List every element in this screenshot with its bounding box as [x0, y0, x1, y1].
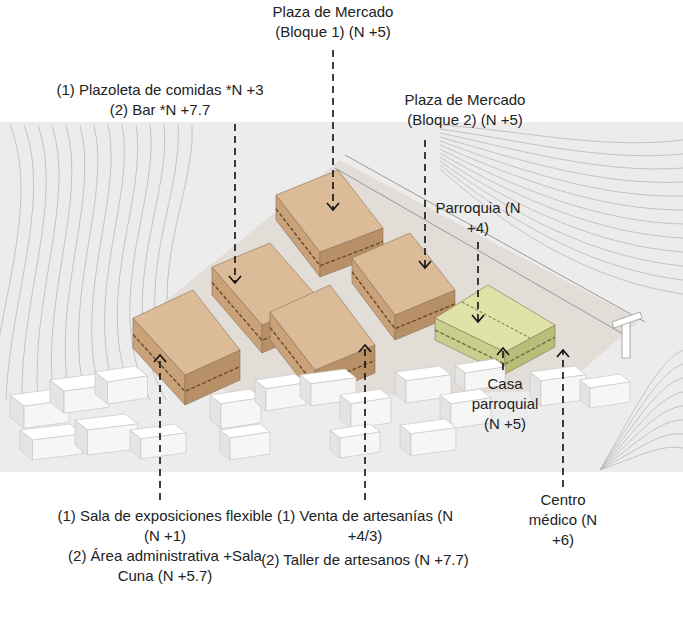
contour-line: [37, 125, 59, 400]
contour-line: [600, 434, 683, 470]
building-roof: [352, 233, 455, 315]
neighbour-block: [330, 430, 340, 458]
neighbour-block: [351, 398, 391, 429]
contour-line: [51, 125, 71, 400]
contour-line: [440, 137, 683, 182]
contour-line: [22, 125, 46, 400]
building-roof: [133, 290, 240, 375]
callout-label: (1) Venta de artesanías (N +4/3): [263, 506, 468, 546]
neighbour-block: [141, 433, 186, 459]
neighbour-block: [580, 380, 590, 408]
neighbour-block: [10, 395, 24, 428]
building-roof: [270, 285, 375, 370]
contour-line: [440, 141, 683, 196]
leader-line: [364, 345, 366, 500]
neighbour-block: [75, 420, 88, 455]
contour-line: [65, 125, 85, 400]
neighbour-block: [590, 382, 630, 408]
leader-arrow: [557, 350, 569, 357]
neighbour-block: [220, 430, 230, 460]
leader-line: [159, 355, 161, 500]
leader-arrow: [359, 345, 371, 352]
contour-line: [0, 125, 21, 400]
neighbour-block: [221, 398, 261, 429]
leader-arrow: [229, 276, 241, 283]
contour-line: [92, 125, 111, 400]
neighbour-block: [230, 432, 270, 460]
contour-line: [600, 350, 683, 470]
neighbour-block: [20, 430, 33, 460]
block-label: Casa parroquial (N +5): [463, 374, 548, 434]
leader-arrow: [472, 315, 484, 322]
neighbour-block: [395, 372, 406, 403]
contour-line: [600, 447, 683, 470]
leader-line: [562, 350, 564, 487]
leader-arrow: [419, 261, 431, 268]
block-label: Plaza de Mercado (Bloque 2) (N +5): [383, 90, 548, 130]
neighbour-block: [340, 432, 380, 458]
block-label: Parroquia (N +4): [433, 198, 523, 238]
neighbour-block: [50, 380, 64, 413]
building-roof: [276, 170, 383, 252]
contour-line: [440, 129, 683, 156]
callout-label: (2) Bar *N +7.7: [60, 100, 260, 120]
leader-line: [234, 124, 236, 283]
neighbour-block: [255, 380, 266, 411]
neighbour-block: [108, 376, 148, 404]
contour-line: [600, 420, 683, 470]
contour-line: [6, 125, 34, 400]
leader-line: [502, 348, 504, 370]
block-label: Centro médico (N +6): [526, 490, 601, 550]
neighbour-block: [400, 425, 411, 456]
building-roof: [435, 285, 555, 352]
division-line: [462, 302, 530, 338]
leader-line: [477, 242, 479, 322]
neighbour-block: [210, 395, 221, 429]
neighbour-block: [340, 395, 351, 429]
neighbour-block: [300, 375, 311, 406]
contour-line: [79, 125, 98, 400]
contour-line: [117, 125, 137, 400]
callout-label: (1) Sala de exposiciones flexible (N +1): [53, 506, 278, 546]
callout-label: (1) Plazoleta de comidas *N +3: [30, 80, 290, 100]
neighbour-block: [95, 372, 108, 404]
leader-line: [424, 140, 426, 268]
contour-line: [440, 133, 683, 169]
leader-arrow: [497, 348, 509, 355]
contour-line: [600, 406, 683, 470]
leader-arrow: [154, 355, 166, 362]
leader-arrow: [327, 203, 339, 210]
leader-line: [332, 50, 334, 210]
neighbour-block: [411, 428, 456, 456]
neighbour-block: [455, 365, 465, 391]
neighbour-block: [130, 430, 141, 459]
callout-label: (2) Taller de artesanos (N +7.7): [243, 550, 488, 570]
floor-line: [133, 335, 240, 392]
block-label: Plaza de Mercado (Bloque 1) (N +5): [251, 2, 416, 42]
callout-label: (2) Área administrativa +Sala Cuna (N +5…: [53, 546, 278, 586]
